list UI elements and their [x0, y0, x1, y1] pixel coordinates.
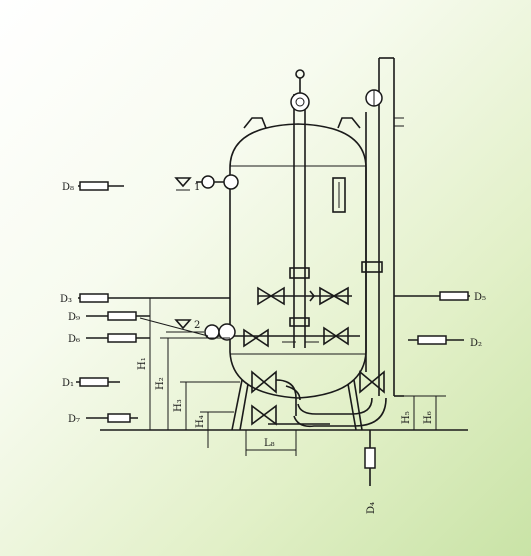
label-d6: D₆: [68, 334, 80, 345]
label-h5: H₅: [401, 411, 412, 424]
label-d5: D₅: [474, 292, 486, 303]
label-level-1: 1: [194, 182, 200, 193]
d3-nozzle: [78, 293, 230, 303]
lower-valves: [204, 323, 360, 348]
central-pipe: [289, 69, 310, 348]
vent-valve: [196, 174, 239, 190]
d4-outlet: [364, 430, 376, 486]
label-d7: D₇: [68, 414, 80, 425]
label-d8: D₈: [62, 182, 74, 193]
right-pipes: [361, 57, 404, 397]
bottom-piping: [251, 370, 387, 428]
d5-nozzle: [394, 291, 470, 301]
label-h4: H₄: [195, 415, 206, 428]
label-d4: D₄: [366, 502, 377, 514]
label-h6: H₆: [423, 411, 434, 424]
label-level-2: 2: [194, 320, 200, 331]
d1-nozzle: [76, 377, 120, 387]
label-d2: D₂: [470, 338, 482, 349]
middle-valves: [257, 286, 352, 306]
label-h1: H₁: [137, 357, 148, 370]
label-l8: L₈: [264, 438, 275, 449]
label-h3: H₃: [173, 399, 184, 412]
d6-nozzle: [86, 333, 150, 343]
d7-nozzle: [86, 413, 138, 423]
water-level-markers: [139, 177, 209, 337]
d8-nozzle: [78, 181, 124, 191]
d9-nozzle: [86, 311, 150, 321]
nozzle-symbols: [76, 181, 470, 423]
label-d3: D₃: [60, 294, 72, 305]
label-d9: D₉: [68, 312, 80, 323]
label-d1: D₁: [62, 378, 74, 389]
tank-body: [229, 117, 367, 399]
label-h2: H₂: [155, 377, 166, 390]
d2-nozzle: [408, 335, 464, 345]
support-legs: [231, 379, 363, 431]
dimension-lines: [149, 298, 446, 456]
